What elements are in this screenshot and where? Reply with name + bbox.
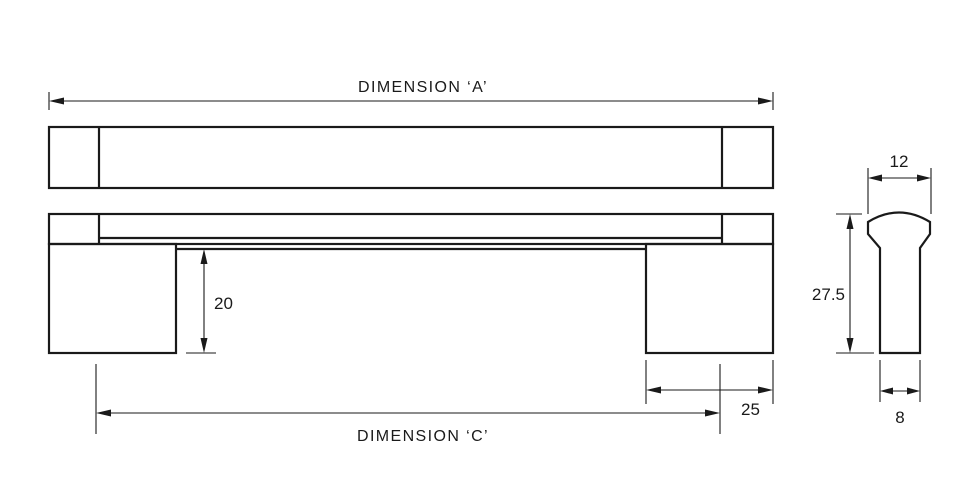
- dimension-20-label: 20: [214, 294, 233, 313]
- dimension-a: DIMENSION ‘A’: [48, 79, 774, 110]
- dimension-25-label: 25: [741, 400, 760, 419]
- dimension-25-arrow-left: [646, 386, 661, 394]
- dimension-a-arrow-left: [49, 97, 64, 105]
- dimension-27-5-arrow-bottom: [846, 338, 854, 353]
- side-profile-outline: [866, 211, 932, 355]
- dimension-a-label: DIMENSION ‘A’: [358, 79, 488, 96]
- dimension-12-arrow-right: [917, 174, 931, 182]
- dimension-12-arrow-left: [868, 174, 882, 182]
- dimension-8: 8: [879, 360, 921, 427]
- dimension-8-arrow-right: [907, 387, 920, 395]
- dimension-c-arrow-right: [705, 409, 720, 417]
- dimension-c-arrow-left: [96, 409, 111, 417]
- dimension-8-arrow-left: [880, 387, 893, 395]
- dimension-12: 12: [867, 152, 932, 214]
- dimension-25-arrow-right: [758, 386, 773, 394]
- top-view-outline: [47, 125, 775, 190]
- front-view-left-foot: [47, 242, 178, 355]
- dimension-8-label: 8: [895, 408, 904, 427]
- top-view: [47, 125, 775, 190]
- dimension-c: DIMENSION ‘C’: [95, 364, 721, 445]
- front-view-bar-outline: [47, 212, 775, 246]
- dimension-20-arrow-top: [200, 249, 208, 264]
- dimension-27-5-label: 27.5: [812, 285, 845, 304]
- front-view-right-foot: [644, 242, 775, 355]
- dimension-a-arrow-right: [758, 97, 773, 105]
- dimension-12-label: 12: [890, 152, 909, 171]
- side-profile: [866, 211, 932, 355]
- front-view: [47, 212, 775, 355]
- dimension-27-5-arrow-top: [846, 214, 854, 229]
- dimension-c-label: DIMENSION ‘C’: [357, 428, 489, 445]
- dimension-25: 25: [645, 360, 774, 419]
- dimension-27-5: 27.5: [812, 213, 874, 354]
- dimension-20-arrow-bottom: [200, 338, 208, 353]
- dimension-20: 20: [186, 249, 233, 354]
